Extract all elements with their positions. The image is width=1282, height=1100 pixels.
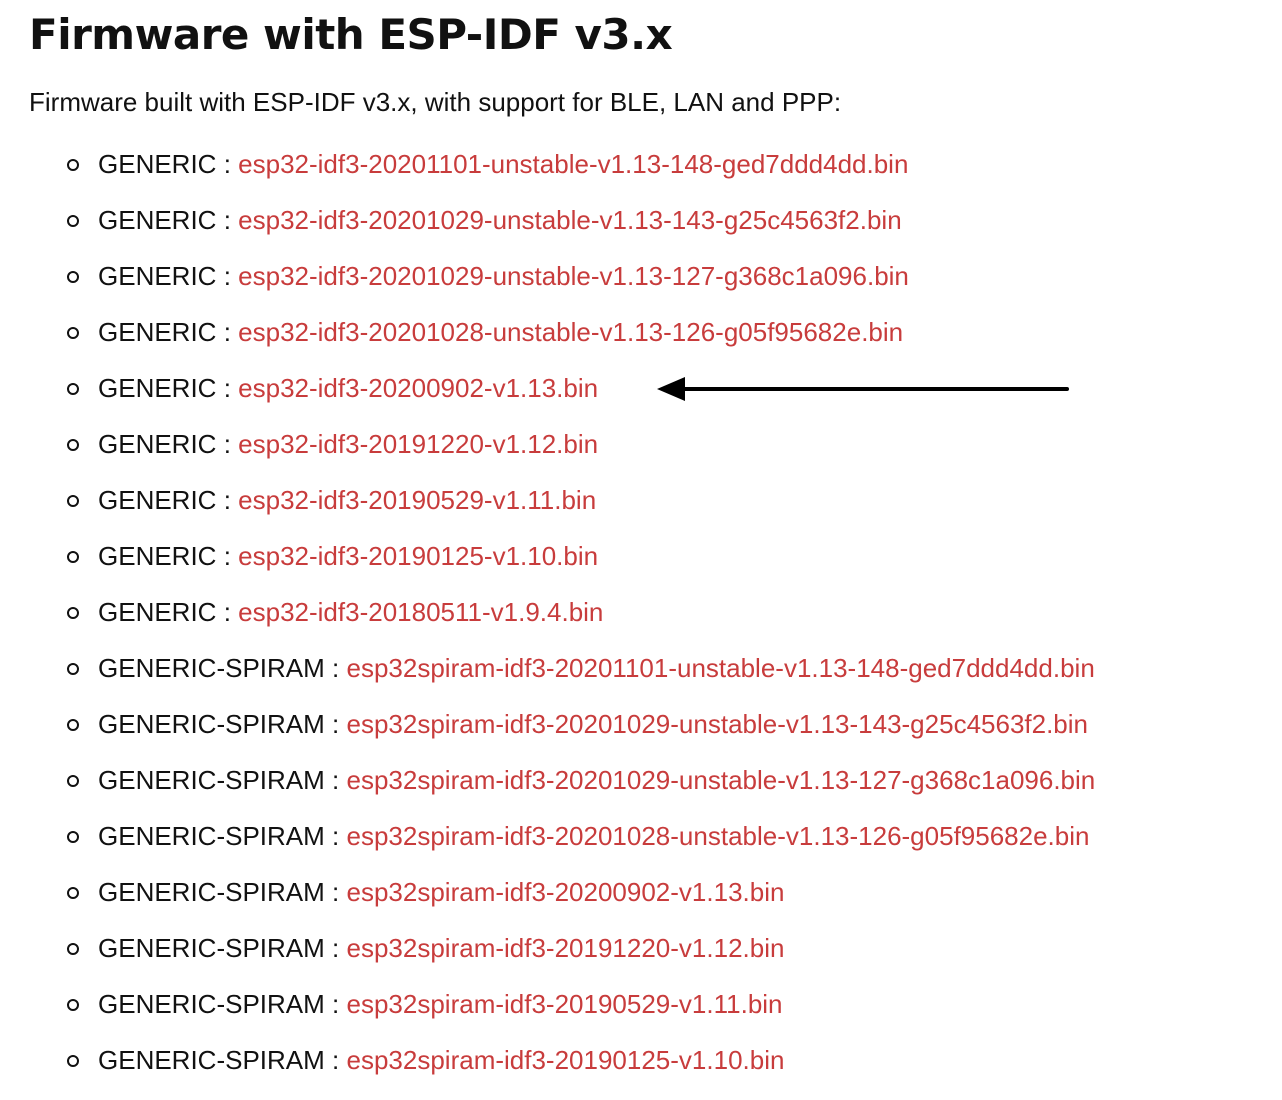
firmware-link[interactable]: esp32spiram-idf3-20191220-v1.12.bin bbox=[346, 933, 785, 963]
left-arrow-icon bbox=[657, 377, 1069, 401]
board-name: GENERIC-SPIRAM bbox=[98, 653, 325, 683]
board-name: GENERIC bbox=[98, 485, 217, 515]
bullet-icon bbox=[67, 551, 79, 563]
separator: : bbox=[332, 877, 347, 907]
board-name: GENERIC-SPIRAM bbox=[98, 765, 325, 795]
firmware-link[interactable]: esp32spiram-idf3-20201029-unstable-v1.13… bbox=[346, 765, 1096, 795]
bullet-icon bbox=[67, 663, 79, 675]
bullet-icon bbox=[67, 831, 79, 843]
firmware-link[interactable]: esp32-idf3-20190125-v1.10.bin bbox=[238, 541, 599, 571]
bullet-icon bbox=[67, 271, 79, 283]
firmware-link[interactable]: esp32spiram-idf3-20200902-v1.13.bin bbox=[346, 877, 785, 907]
separator: : bbox=[332, 933, 347, 963]
firmware-link[interactable]: esp32-idf3-20201028-unstable-v1.13-126-g… bbox=[238, 317, 904, 347]
bullet-icon bbox=[67, 159, 79, 171]
board-name: GENERIC-SPIRAM bbox=[98, 933, 325, 963]
firmware-link[interactable]: esp32spiram-idf3-20201029-unstable-v1.13… bbox=[346, 709, 1089, 739]
separator: : bbox=[223, 429, 239, 459]
separator: : bbox=[332, 1045, 347, 1075]
bullet-icon bbox=[67, 495, 79, 507]
board-name: GENERIC bbox=[98, 597, 217, 627]
bullet-icon bbox=[67, 215, 79, 227]
firmware-link[interactable]: esp32spiram-idf3-20201028-unstable-v1.13… bbox=[346, 821, 1090, 851]
separator: : bbox=[223, 261, 239, 291]
separator: : bbox=[223, 485, 239, 515]
bullet-icon bbox=[67, 1055, 79, 1067]
separator: : bbox=[223, 317, 239, 347]
bullet-icon bbox=[67, 607, 79, 619]
bullet-icon bbox=[67, 383, 79, 395]
intro-text: Firmware built with ESP-IDF v3.x, with s… bbox=[29, 87, 842, 117]
firmware-link[interactable]: esp32-idf3-20201029-unstable-v1.13-143-g… bbox=[238, 205, 902, 235]
firmware-link[interactable]: esp32-idf3-20201029-unstable-v1.13-127-g… bbox=[238, 261, 909, 291]
firmware-link[interactable]: esp32spiram-idf3-20190529-v1.11.bin bbox=[346, 989, 783, 1019]
separator: : bbox=[332, 765, 347, 795]
board-name: GENERIC-SPIRAM bbox=[98, 709, 325, 739]
bullet-icon bbox=[67, 439, 79, 451]
board-name: GENERIC bbox=[98, 541, 217, 571]
separator: : bbox=[332, 709, 347, 739]
bullet-icon bbox=[67, 775, 79, 787]
board-name: GENERIC bbox=[98, 261, 217, 291]
firmware-link[interactable]: esp32-idf3-20180511-v1.9.4.bin bbox=[238, 597, 604, 627]
board-name: GENERIC bbox=[98, 317, 217, 347]
separator: : bbox=[223, 373, 239, 403]
bullet-icon bbox=[67, 327, 79, 339]
separator: : bbox=[223, 597, 239, 627]
board-name: GENERIC-SPIRAM bbox=[98, 821, 325, 851]
board-name: GENERIC bbox=[98, 429, 217, 459]
firmware-link[interactable]: esp32spiram-idf3-20201101-unstable-v1.13… bbox=[346, 653, 1095, 683]
separator: : bbox=[332, 821, 347, 851]
bullet-icon bbox=[67, 719, 79, 731]
firmware-link[interactable]: esp32-idf3-20201101-unstable-v1.13-148-g… bbox=[238, 149, 909, 179]
firmware-link[interactable]: esp32-idf3-20200902-v1.13.bin bbox=[238, 373, 599, 403]
separator: : bbox=[223, 541, 239, 571]
separator: : bbox=[332, 989, 347, 1019]
separator: : bbox=[223, 205, 239, 235]
firmware-link[interactable]: esp32spiram-idf3-20190125-v1.10.bin bbox=[346, 1045, 785, 1075]
board-name: GENERIC-SPIRAM bbox=[98, 989, 325, 1019]
board-name: GENERIC bbox=[98, 205, 217, 235]
board-name: GENERIC-SPIRAM bbox=[98, 1045, 325, 1075]
separator: : bbox=[332, 653, 347, 683]
bullet-icon bbox=[67, 887, 79, 899]
firmware-link[interactable]: esp32-idf3-20190529-v1.11.bin bbox=[238, 485, 597, 515]
firmware-link[interactable]: esp32-idf3-20191220-v1.12.bin bbox=[238, 429, 599, 459]
board-name: GENERIC bbox=[98, 373, 217, 403]
page-title: Firmware with ESP-IDF v3.x bbox=[29, 10, 673, 59]
board-name: GENERIC bbox=[98, 149, 217, 179]
separator: : bbox=[223, 149, 239, 179]
bullet-icon bbox=[67, 943, 79, 955]
bullet-icon bbox=[67, 999, 79, 1011]
board-name: GENERIC-SPIRAM bbox=[98, 877, 325, 907]
